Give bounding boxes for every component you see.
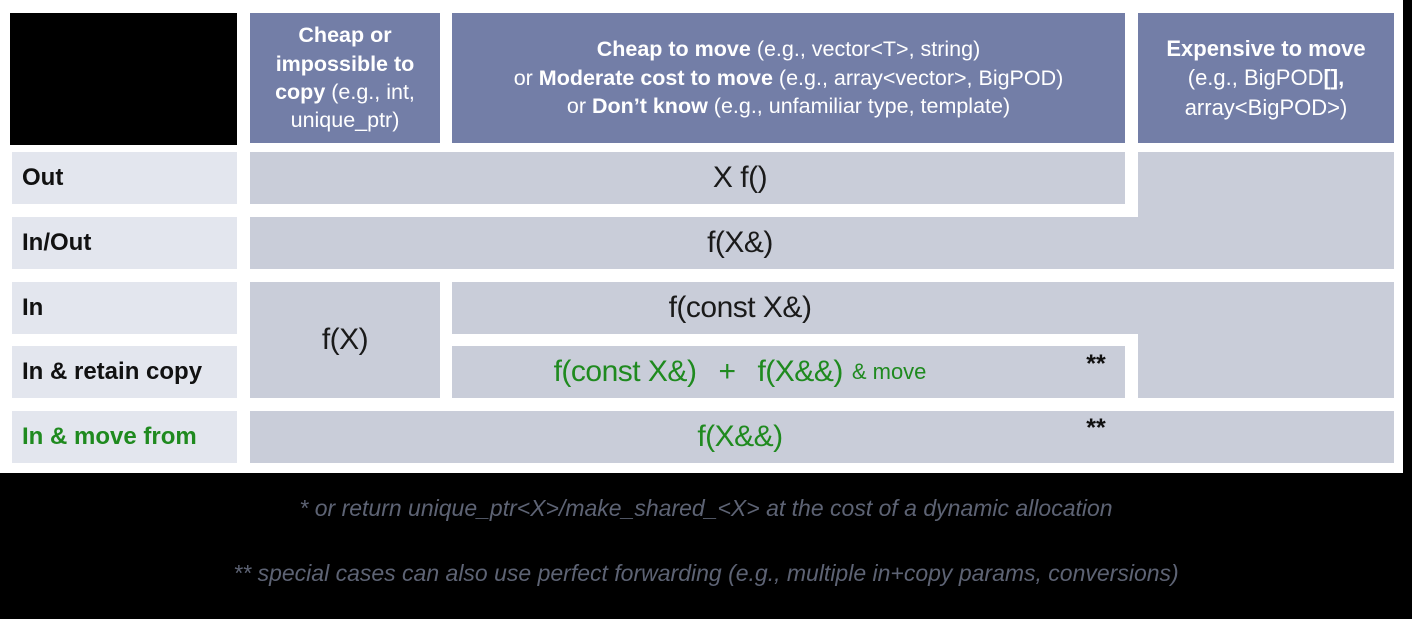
header-line-3: array<BigPOD>) xyxy=(1184,94,1348,120)
cell-in-expensive-merged xyxy=(1138,282,1394,398)
double-asterisk-marker-move: ** xyxy=(1086,414,1106,442)
and-move-note: & move xyxy=(851,359,927,384)
header-line-2: or Moderate cost to move (e.g., array<ve… xyxy=(513,65,1064,90)
header-line-1: Expensive to move xyxy=(1166,36,1366,62)
plus-sign: + xyxy=(718,355,736,388)
cell-move-from-span xyxy=(250,411,1394,463)
cell-out-span xyxy=(250,152,1125,204)
code-inout: f(X&) xyxy=(707,226,773,259)
code-move-from: f(X&&) xyxy=(697,420,783,453)
row-label-in-out: In/Out xyxy=(12,217,237,269)
row-label-in-retain-copy: In & retain copy xyxy=(12,346,237,398)
corner-box xyxy=(10,13,237,145)
code-in: f(const X&) xyxy=(668,291,812,324)
footnote-dynamic-allocation: * or return unique_ptr<X>/make_shared_<X… xyxy=(299,495,1113,521)
right-edge-strip xyxy=(1403,0,1412,619)
row-label-out: Out xyxy=(12,152,237,204)
cell-retain-copy xyxy=(452,346,1125,398)
cell-cheap-copy-fx: f(X) xyxy=(250,282,440,398)
code-const-ref: f(const X&) xyxy=(553,355,697,388)
row-label-in-move-from: In & move from xyxy=(12,411,237,463)
code-rvalue-ref: f(X&&) xyxy=(757,355,843,388)
header-text: Cheap or impossible to copy (e.g., int, … xyxy=(275,23,415,133)
column-header-cheap-or-moderate-move: Cheap to move (e.g., vector<T>, string) … xyxy=(452,13,1125,143)
code-out: X f() xyxy=(712,161,768,194)
header-line-3: or Don’t know (e.g., unfamiliar type, te… xyxy=(566,94,1011,119)
column-header-expensive-to-move: Expensive to move (e.g., BigPOD[], array… xyxy=(1138,13,1394,143)
cell-inout-span xyxy=(250,217,1394,269)
footer-band xyxy=(0,473,1412,619)
header-line-1: Cheap to move (e.g., vector<T>, string) xyxy=(596,37,981,62)
header-line-2: (e.g., BigPOD[], xyxy=(1187,65,1345,91)
code-retain-copy: f(const X&) + f(X&&) & move xyxy=(250,346,1230,398)
row-label-in: In xyxy=(12,282,237,334)
column-header-cheap-or-impossible-to-copy: Cheap or impossible to copy (e.g., int, … xyxy=(250,13,440,143)
double-asterisk-marker-retain: ** xyxy=(1086,350,1106,378)
footnote-perfect-forwarding: ** special cases can also use perfect fo… xyxy=(233,560,1179,586)
code-f-of-x: f(X) xyxy=(321,323,369,356)
